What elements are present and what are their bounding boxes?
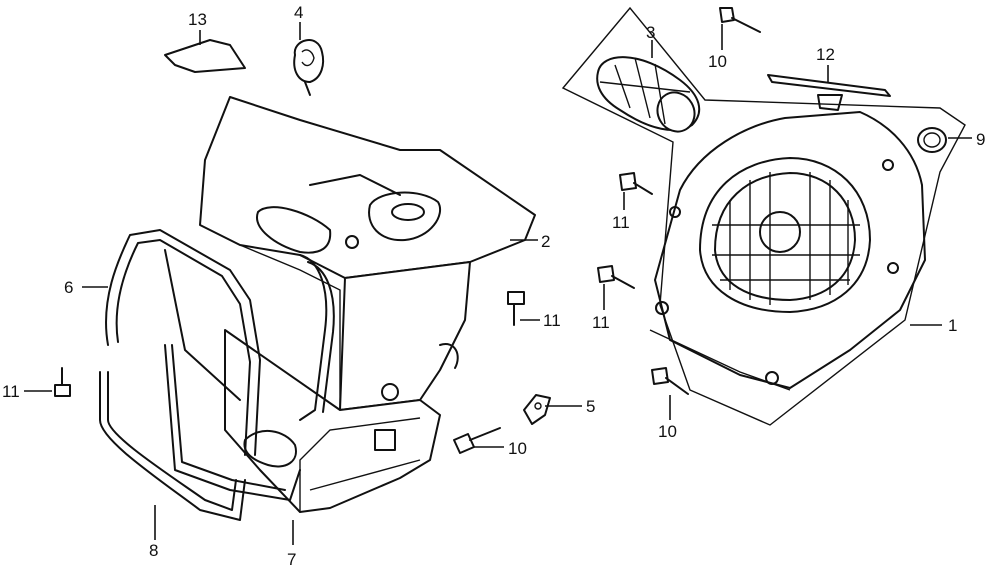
callout-5: 5: [586, 397, 595, 416]
lower-shroud-part: [224, 329, 441, 513]
bolt-10-top: [719, 7, 761, 33]
callout-10-top: 10: [708, 52, 727, 71]
leader-lines: [24, 22, 972, 545]
callout-8: 8: [149, 541, 158, 560]
clip-part: [293, 39, 325, 96]
callout-3: 3: [646, 23, 655, 42]
callout-2: 2: [541, 232, 550, 251]
callout-1: 1: [948, 316, 957, 335]
callout-11-right-upper: 11: [612, 213, 630, 232]
plug-part: [917, 127, 947, 153]
bolt-10-bottom: [651, 367, 689, 395]
callout-7: 7: [287, 550, 296, 569]
callout-11-left: 11: [2, 382, 20, 401]
callout-11-right-lower: 11: [592, 313, 610, 332]
bolt-10-center: [453, 427, 501, 454]
screw-11-center: [507, 291, 525, 326]
callout-6: 6: [64, 278, 73, 297]
callout-11-center: 11: [543, 311, 561, 330]
lower-seal-part: [99, 344, 301, 521]
screw-11-left: [54, 367, 71, 397]
engine-shroud-part: [199, 96, 536, 411]
callout-12: 12: [816, 45, 835, 64]
screw-11-right-lower: [597, 265, 635, 289]
seal-gasket-part: [105, 229, 335, 456]
callout-4: 4: [294, 3, 303, 22]
callout-10-center: 10: [508, 439, 527, 458]
kit-outline: [561, 6, 966, 426]
callout-13: 13: [188, 10, 207, 29]
rubber-pad-part: [164, 39, 246, 73]
callout-10-bottom: 10: [658, 422, 677, 441]
callout-9: 9: [976, 130, 985, 149]
fan-cover-part: [649, 111, 926, 391]
filter-sleeve-part: [596, 56, 701, 133]
bracket-part: [523, 394, 551, 425]
screw-11-right-upper: [619, 172, 653, 195]
